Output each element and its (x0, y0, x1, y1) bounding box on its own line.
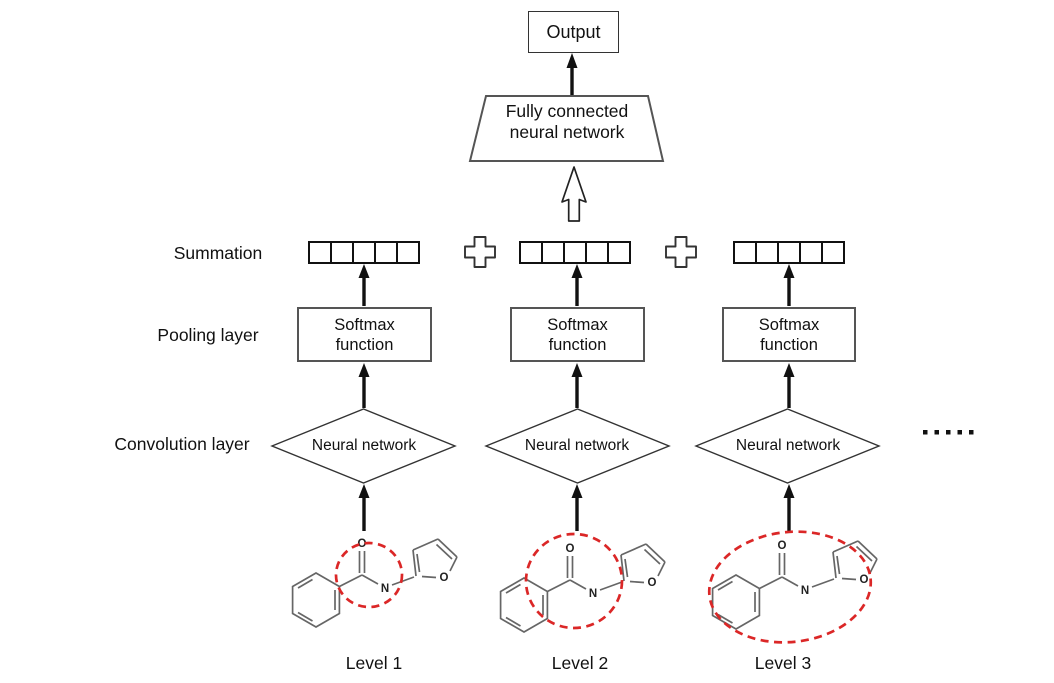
softmax-box-3: Softmax function (722, 307, 856, 362)
vector-cell (735, 243, 755, 262)
vector-cell (777, 243, 799, 262)
flow-arrows (358, 53, 795, 531)
fully-connected-line2: neural network (509, 122, 625, 142)
softmax-line2: function (548, 335, 607, 354)
softmax-box-1: Softmax function (297, 307, 432, 362)
plus-icon (665, 236, 697, 268)
softmax-line1: Softmax (334, 315, 395, 334)
neural-network-diamond-3 (694, 408, 881, 484)
softmax-line2: function (760, 335, 818, 354)
vector-cell (821, 243, 843, 262)
level-3-label: Level 3 (754, 653, 812, 673)
row-label-convolution-layer: Convolution layer (114, 434, 250, 454)
neural-network-diamond-1 (270, 408, 457, 484)
row-label-summation: Summation (173, 243, 263, 263)
red-dashed-ellipses (334, 530, 873, 644)
softmax-box-2: Softmax function (510, 307, 645, 362)
red-dashed-ellipse-level-1 (334, 541, 404, 609)
neural-network-label-2: Neural network (524, 437, 630, 454)
molecule-level-3 (711, 539, 878, 630)
vector-cell (541, 243, 563, 262)
vector-cell (521, 243, 541, 262)
molecule-level-1 (291, 537, 458, 628)
ellipsis-dots-icon (923, 430, 974, 435)
red-dashed-ellipse-level-2 (524, 532, 624, 630)
vector-cell (799, 243, 821, 262)
plus-icon (464, 236, 496, 268)
neural-network-label-3: Neural network (735, 437, 841, 454)
softmax-line2: function (335, 335, 394, 354)
neural-network-label-1: Neural network (311, 437, 417, 454)
level-2-label: Level 2 (551, 653, 609, 673)
red-dashed-ellipse-level-3 (707, 530, 873, 644)
vector-cell (396, 243, 418, 262)
vector-cell (330, 243, 352, 262)
summation-vector-2 (519, 241, 631, 264)
fully-connected-line1: Fully connected (505, 101, 629, 121)
vector-cell (563, 243, 585, 262)
hollow-arrow-icon (561, 166, 587, 222)
output-box: Output (528, 11, 619, 53)
level-1-label: Level 1 (345, 653, 403, 673)
vector-cell (607, 243, 629, 262)
softmax-line1: Softmax (758, 315, 820, 334)
vector-cell (352, 243, 374, 262)
vector-cell (755, 243, 777, 262)
summation-vector-3 (733, 241, 845, 264)
fully-connected-trapezoid (468, 95, 665, 162)
vector-cell (374, 243, 396, 262)
neural-network-diamond-2 (484, 408, 671, 484)
output-label: Output (546, 21, 601, 42)
row-label-pooling-layer: Pooling layer (157, 325, 259, 345)
vector-cell (310, 243, 330, 262)
fully-connected-label: Fully connected neural network (467, 101, 667, 143)
summation-vector-1 (308, 241, 420, 264)
softmax-line1: Softmax (547, 315, 608, 334)
vector-cell (585, 243, 607, 262)
